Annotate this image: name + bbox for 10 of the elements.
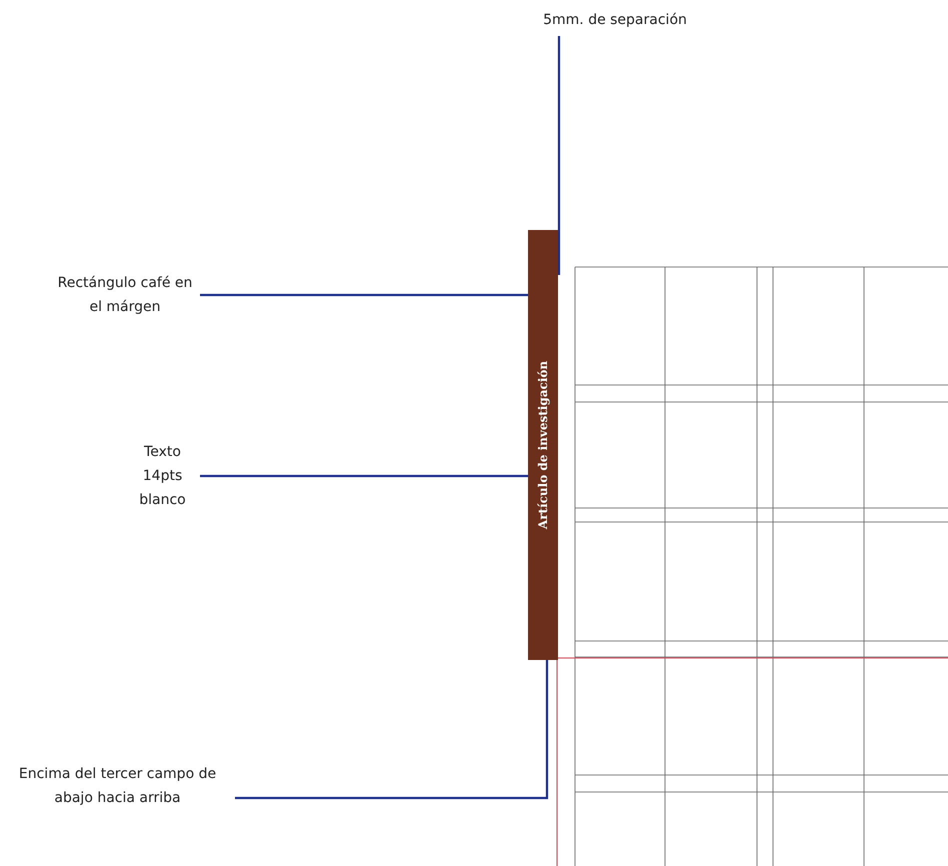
leader-line <box>235 660 548 800</box>
margin-rectangle <box>528 230 558 660</box>
annotation-text: Encima del tercer campo de abajo hacia arriba <box>0 762 235 810</box>
annotation-text: Texto 14pts blanco <box>125 440 200 512</box>
leader-line <box>200 294 528 296</box>
vertical-heading: Artículo de investigación <box>536 360 550 530</box>
annotation-text: Rectángulo café en el márgen <box>50 271 200 319</box>
leader-line <box>200 474 528 478</box>
annotation-text: 5mm. de separación <box>520 8 710 32</box>
leader-line <box>558 36 560 275</box>
